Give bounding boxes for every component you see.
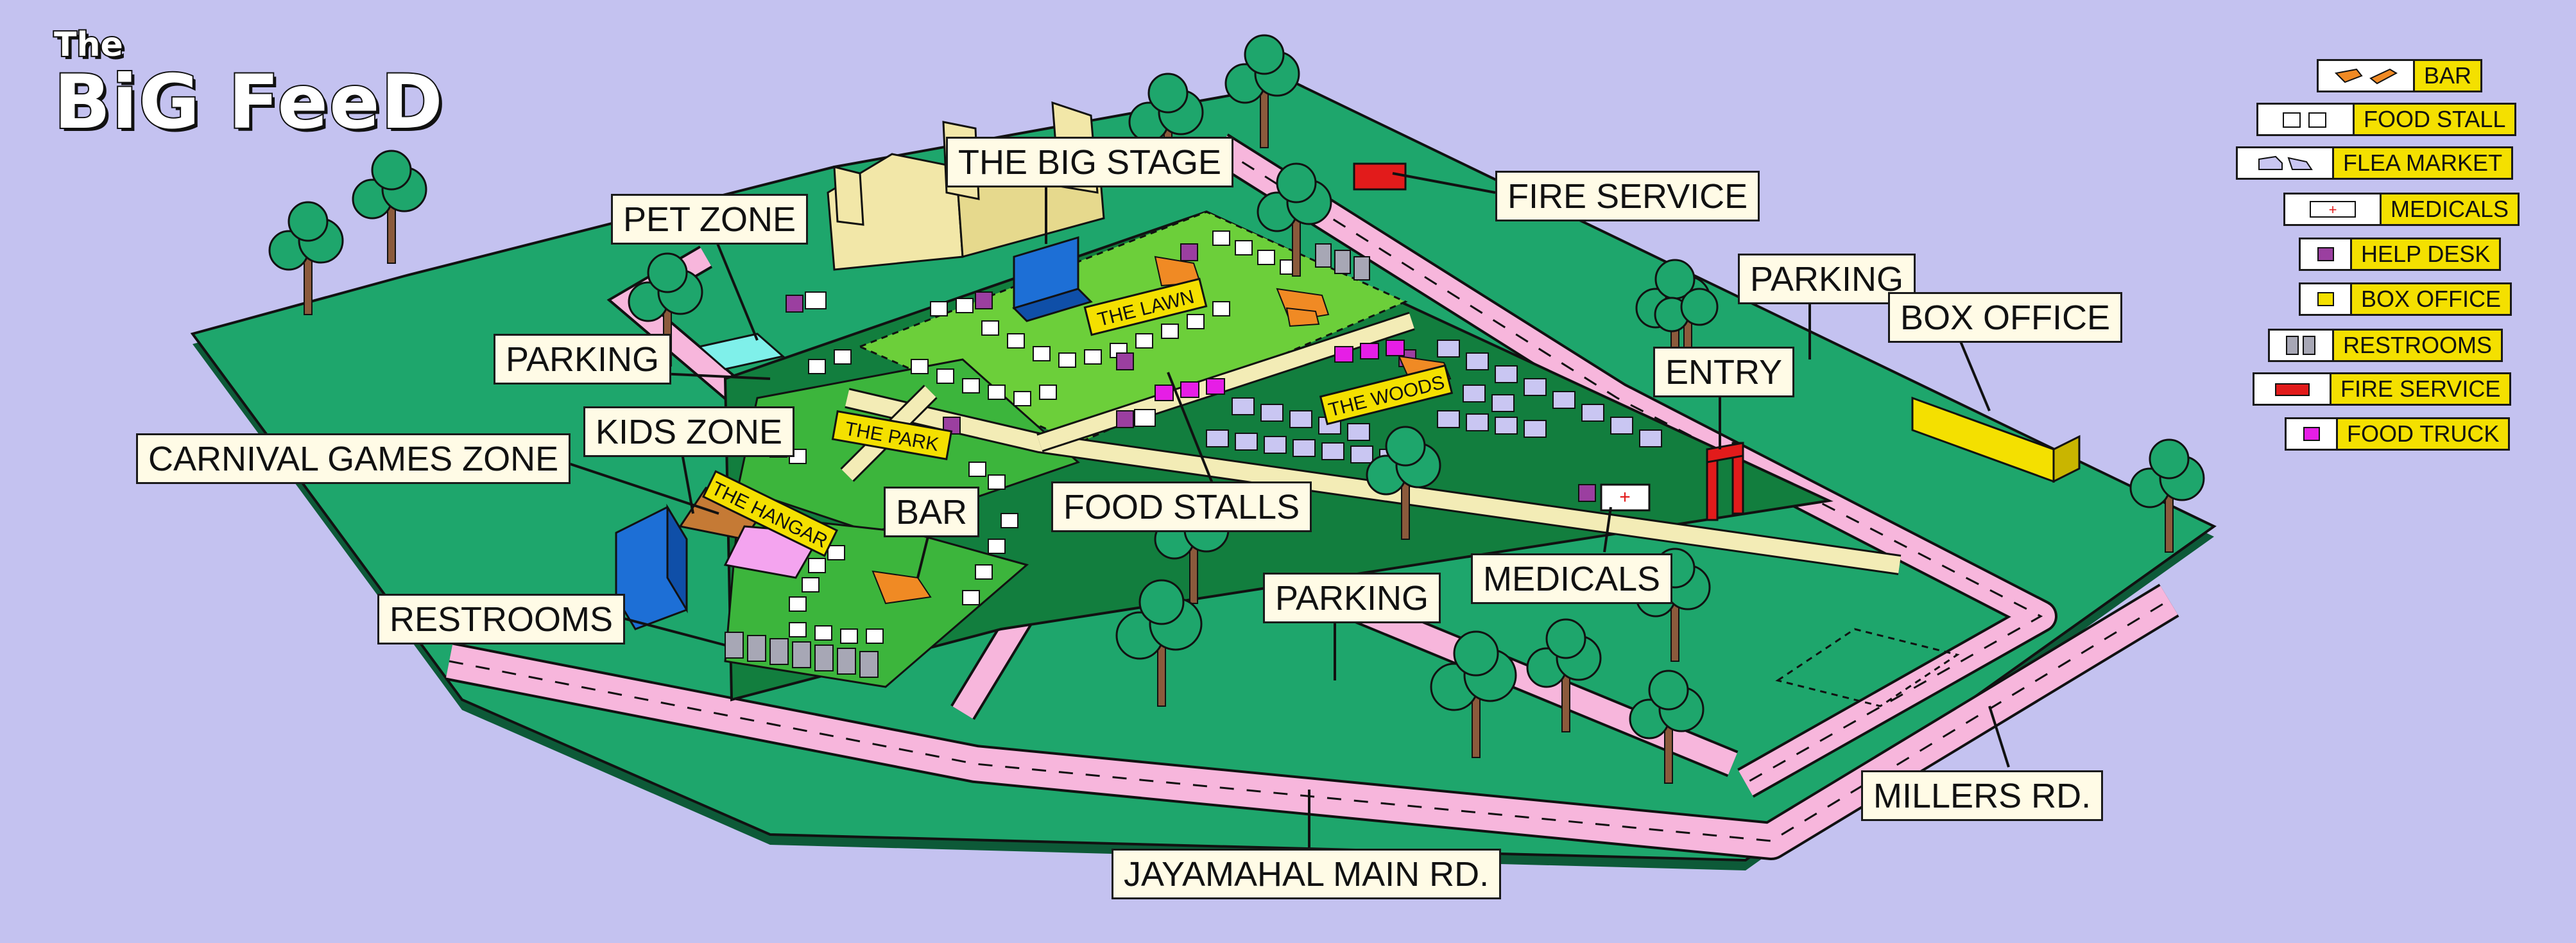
big-stage [1012, 236, 1093, 322]
legend-row-flea-market: FLEA MARKET [2236, 146, 2514, 180]
callout-fire-service: FIRE SERVICE [1495, 171, 1760, 221]
callout-carnival-games: CARNIVAL GAMES ZONE [136, 433, 571, 484]
legend-row-medicals: + MEDICALS [2283, 193, 2520, 226]
legend-label-food-truck: FOOD TRUCK [2338, 419, 2509, 449]
legend-row-fire-service: FIRE SERVICE [2253, 372, 2512, 406]
box-office-icon [2301, 284, 2352, 314]
legend-row-bar: BAR [2317, 59, 2483, 92]
road-outer-dash [449, 599, 2170, 842]
food-stall-icon [2258, 105, 2355, 134]
callout-food-stalls: FOOD STALLS [1051, 481, 1312, 532]
legend-row-food-truck: FOOD TRUCK [2285, 417, 2511, 451]
fire-service-icon [2254, 374, 2331, 404]
legend-row-restrooms: RESTROOMS [2268, 329, 2503, 362]
legend-label-help-desk: HELP DESK [2352, 239, 2500, 269]
callout-medicals: MEDICALS [1471, 553, 1673, 604]
callout-box-office: BOX OFFICE [1888, 292, 2123, 343]
callout-jayamahal-rd: JAYAMAHAL MAIN RD. [1112, 849, 1502, 899]
legend-label-fire-service: FIRE SERVICE [2331, 374, 2510, 404]
legend-label-flea-market: FLEA MARKET [2334, 148, 2512, 178]
help-desk-blocks [786, 243, 1596, 502]
callout-parking-south: PARKING [1263, 573, 1441, 623]
svg-text:+: + [2328, 202, 2337, 218]
food-truck-blocks [1155, 340, 1405, 401]
callout-pet-zone: PET ZONE [611, 194, 809, 245]
svg-text:+: + [1619, 487, 1631, 508]
legend-label-bar: BAR [2415, 61, 2481, 91]
callout-entry: ENTRY [1653, 347, 1795, 397]
field-marking [1775, 628, 1960, 707]
legend-label-medicals: MEDICALS [2382, 195, 2518, 224]
callout-parking-north: PARKING [1738, 254, 1916, 304]
bar-counters [872, 255, 1452, 605]
callout-big-stage: THE BIG STAGE [946, 137, 1234, 187]
logo-the: The [53, 24, 125, 65]
callout-kids-zone: KIDS ZONE [583, 406, 795, 457]
pet-zone-pad [697, 333, 786, 370]
legend-row-food-stall: FOOD STALL [2256, 103, 2517, 136]
legend-row-box-office: BOX OFFICE [2299, 282, 2512, 316]
food-truck-icon [2287, 419, 2338, 449]
bar-icon [2319, 61, 2415, 91]
callout-bar: BAR [884, 487, 980, 537]
medical-blocks: + [805, 291, 1651, 512]
restroom-blocks [725, 243, 1370, 678]
legend-label-box-office: BOX OFFICE [2352, 284, 2511, 314]
entry-gate [1706, 442, 1744, 521]
restrooms-icon [2270, 331, 2334, 360]
callout-millers-rd: MILLERS RD. [1861, 770, 2104, 821]
logo-big-feed: BiG FeeD [53, 58, 444, 147]
help-desk-icon [2301, 239, 2352, 269]
box-office-building [1911, 396, 2081, 483]
fire-service-building [1353, 162, 1407, 191]
flea-market-icon [2238, 148, 2334, 178]
legend-label-food-stall: FOOD STALL [2355, 105, 2515, 134]
callout-restrooms: RESTROOMS [377, 594, 626, 645]
medicals-icon: + [2285, 195, 2382, 224]
legend-row-help-desk: HELP DESK [2299, 238, 2502, 271]
road-east-dash [1219, 146, 2043, 784]
legend-label-restrooms: RESTROOMS [2334, 331, 2502, 360]
callout-parking-west: PARKING [494, 334, 672, 385]
